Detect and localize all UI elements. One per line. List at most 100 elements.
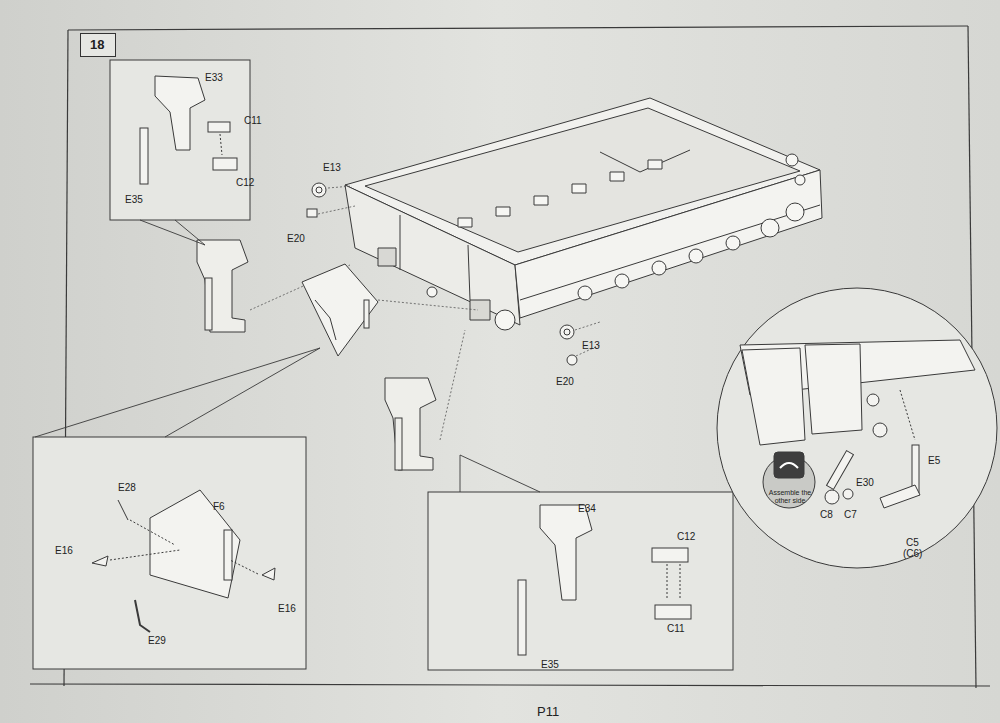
line-art	[667, 564, 668, 600]
line-art	[761, 219, 779, 237]
line-art	[900, 390, 915, 440]
line-art	[795, 175, 805, 185]
plate-parts	[92, 490, 275, 632]
line-art	[307, 209, 317, 217]
line-art	[805, 344, 862, 434]
part-number: E20	[287, 234, 305, 244]
line-art	[208, 122, 230, 132]
line-art	[155, 76, 205, 150]
line-art	[648, 160, 662, 169]
line-art	[572, 184, 586, 193]
part-number: E33	[205, 73, 223, 83]
line-art	[615, 274, 629, 288]
hull	[345, 98, 822, 330]
line-art	[30, 684, 990, 686]
line-art	[534, 196, 548, 205]
line-art	[427, 203, 804, 330]
part-number: E35	[125, 195, 143, 205]
line-art	[458, 218, 472, 227]
part-number: C11	[244, 116, 262, 126]
line-art	[468, 245, 470, 300]
line-art	[140, 220, 205, 245]
line-art	[600, 152, 640, 172]
line-art	[262, 568, 275, 580]
line-art	[458, 160, 662, 227]
line-art	[515, 170, 822, 318]
line-art	[540, 505, 592, 600]
line-art	[378, 248, 396, 266]
line-art	[742, 348, 805, 445]
line-art	[315, 300, 336, 340]
part-number: E34	[578, 504, 596, 514]
line-art	[867, 394, 879, 406]
page-frame	[30, 26, 990, 688]
line-art	[224, 530, 232, 580]
line-art	[385, 378, 436, 470]
line-art	[400, 215, 401, 270]
line-art	[880, 485, 920, 508]
line-art	[717, 288, 997, 568]
line-art	[110, 550, 180, 560]
line-art	[35, 348, 320, 437]
part-number: E20	[556, 377, 574, 387]
line-art	[567, 355, 577, 365]
bracket-parts	[518, 505, 691, 655]
part-number: E16	[278, 604, 296, 614]
line-art	[780, 463, 798, 468]
line-art	[827, 451, 854, 490]
part-number: (C6)	[903, 549, 922, 559]
line-art	[652, 261, 666, 275]
line-art	[130, 520, 175, 545]
line-art	[652, 548, 688, 562]
part-number: E28	[118, 483, 136, 493]
detail-view	[740, 340, 975, 508]
part-number: E13	[323, 163, 341, 173]
line-art	[428, 492, 733, 670]
part-number: C12	[677, 532, 695, 542]
line-art	[213, 158, 237, 170]
line-art	[560, 325, 574, 339]
inset-frame	[33, 60, 997, 670]
instruction-note: Assemble the other side	[765, 489, 815, 504]
line-art	[680, 564, 681, 600]
line-art	[205, 278, 212, 330]
line-art	[92, 556, 108, 566]
line-art	[873, 423, 887, 437]
line-art	[318, 206, 355, 214]
line-art	[197, 240, 248, 332]
part-number: E13	[582, 341, 600, 351]
line-art	[520, 205, 820, 300]
line-art	[774, 452, 804, 478]
line-art	[364, 300, 369, 328]
line-art	[518, 580, 526, 655]
line-art	[427, 287, 437, 297]
line-art	[140, 128, 148, 184]
line-art	[470, 300, 490, 320]
line-art	[578, 286, 592, 300]
bracket	[197, 240, 436, 470]
line-art	[312, 183, 326, 197]
line-art	[460, 455, 540, 492]
part-number: E30	[856, 478, 874, 488]
line-art	[135, 600, 150, 632]
line-art	[575, 322, 600, 330]
part-number: C11	[667, 624, 685, 634]
line-art	[118, 500, 128, 520]
line-art	[786, 203, 804, 221]
line-art	[495, 310, 515, 330]
part-number: E29	[148, 636, 166, 646]
part-number: C5	[906, 538, 919, 548]
page-number: P11	[537, 705, 559, 718]
step-number-box: 18	[80, 33, 116, 57]
part-number: C7	[844, 510, 857, 520]
line-art	[825, 490, 839, 504]
part-number: E5	[928, 456, 940, 466]
line-art	[655, 605, 691, 619]
line-art	[110, 60, 250, 220]
line-art	[496, 207, 510, 216]
line-art	[610, 172, 624, 181]
line-art	[302, 264, 378, 356]
line-art	[726, 236, 740, 250]
